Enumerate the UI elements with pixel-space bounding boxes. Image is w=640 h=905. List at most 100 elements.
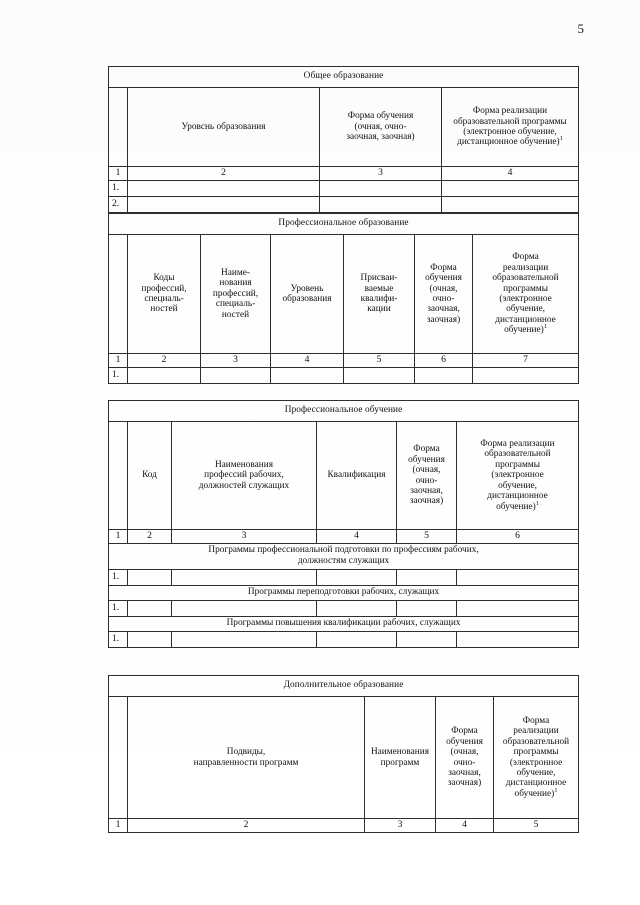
column-header-index [108, 696, 128, 819]
table-row[interactable]: 1. [108, 568, 580, 586]
cell-code[interactable] [127, 630, 172, 648]
column-number: 6 [414, 353, 473, 368]
column-number: 7 [471, 353, 580, 368]
header-line: дистанционное [495, 314, 556, 325]
cell-qualification[interactable] [316, 568, 397, 586]
column-header-education-level: Уровснь образования [127, 87, 320, 167]
column-header-index [108, 234, 128, 354]
cell-implementation-form[interactable] [455, 630, 580, 648]
column-header-index [108, 421, 128, 530]
cell-implementation-form[interactable] [455, 568, 580, 586]
table-professional-education: Профессиональное образование Коды профес… [107, 213, 580, 384]
column-header-qualification: Квалификация [316, 421, 397, 530]
section-title-qualification-improvement-programs: Программы повышения квалификации рабочих… [107, 615, 580, 632]
column-header-study-form: Форма обучения (очная, очно- заочная, за… [435, 696, 494, 819]
table-caption-row: Общее образование [107, 66, 580, 88]
cell-code[interactable] [127, 599, 172, 617]
column-number: 5 [396, 529, 457, 544]
header-line: ностей [150, 304, 178, 315]
cell-study-form[interactable] [319, 180, 442, 197]
column-header-implementation-form: Форма реализации образовательной програм… [471, 234, 580, 354]
table-caption: Профессиональное обучение [107, 400, 580, 422]
header-line: Уровснь образования [181, 121, 266, 132]
column-number: 2 [127, 818, 365, 833]
table-row[interactable]: 1. [108, 599, 580, 617]
header-line: (электронное обучение, [463, 127, 557, 137]
header-line: обучения [425, 273, 462, 284]
section-title-line: должностям служащих [297, 555, 390, 566]
table-row[interactable]: 1. [108, 630, 580, 648]
cell-profession-names[interactable] [171, 568, 317, 586]
footnote-marker: 1 [535, 499, 540, 507]
table-row[interactable]: 1. [108, 367, 580, 384]
cell-education-level[interactable] [127, 180, 320, 197]
cell-study-form[interactable] [414, 367, 473, 384]
footnote-marker: 1 [559, 135, 563, 143]
cell-study-form[interactable] [396, 599, 457, 617]
header-line: заочная) [409, 496, 444, 507]
cell-profession-names[interactable] [200, 367, 271, 384]
table-row[interactable]: 2. [108, 196, 580, 213]
column-number: 3 [319, 166, 442, 181]
footnote-marker: 1 [543, 323, 548, 331]
header-line: заочная, [427, 304, 460, 315]
header-line: квалифи- [360, 294, 398, 304]
cell-qualification[interactable] [316, 630, 397, 648]
header-line: ваемые [364, 283, 394, 294]
cell-implementation-form[interactable] [455, 599, 580, 617]
cell-education-level[interactable] [270, 367, 344, 384]
header-line: профессий, [212, 288, 259, 299]
header-line: реализации [513, 726, 559, 737]
section-title-line: Программы профессиональной подготовки по… [208, 545, 479, 555]
cell-qualifications[interactable] [343, 367, 415, 384]
header-line: профессий рабочих, [204, 470, 284, 481]
header-line: образования [282, 294, 332, 304]
header-line: Форма обучения [347, 111, 414, 122]
cell-qualification[interactable] [316, 599, 397, 617]
cell-profession-names[interactable] [171, 599, 317, 617]
footnote-marker: 1 [554, 786, 558, 794]
header-line: заочная) [447, 778, 482, 789]
header-line: кации [367, 304, 391, 315]
column-number: 3 [200, 353, 271, 368]
header-line: (очная, очно- [354, 121, 407, 132]
column-number: 5 [492, 818, 580, 833]
table-additional-education: Дополнительное образование Подвиды, напр… [107, 675, 580, 833]
header-line: программы [513, 747, 559, 758]
cell-study-form[interactable] [396, 568, 457, 586]
header-line: (электронное [491, 470, 544, 481]
header-line: программ [380, 757, 420, 768]
table-professional-training: Профессиональное обучение Код Наименован… [107, 400, 580, 648]
header-line: заочная, заочная) [346, 132, 415, 143]
table-row[interactable]: 1. [108, 180, 580, 197]
cell-implementation-form[interactable] [440, 180, 580, 197]
header-line-with-footnote: обучение)1 [496, 786, 576, 799]
header-line: нования [219, 278, 252, 289]
header-line: реализации [502, 262, 549, 273]
header-line: Код [142, 470, 157, 481]
cell-implementation-form[interactable] [471, 367, 580, 384]
table-caption-row: Дополнительное образование [107, 675, 580, 697]
column-number: 1 [108, 166, 128, 181]
table-header-row: Код Наименования профессий рабочих, долж… [108, 421, 580, 530]
column-header-implementation-form: Форма реализации образовательной програм… [440, 87, 580, 167]
cell-education-level[interactable] [127, 196, 320, 213]
cell-code[interactable] [127, 568, 172, 586]
header-line: обучение) [504, 325, 544, 336]
header-line: заочная, [410, 485, 443, 496]
cell-study-form[interactable] [396, 630, 457, 648]
column-header-education-level: Уровень образования [270, 234, 344, 354]
cell-study-form[interactable] [319, 196, 442, 213]
cell-profession-codes[interactable] [127, 367, 201, 384]
header-line: профессий, [141, 283, 187, 294]
column-number-row: 1 2 3 4 5 [108, 818, 580, 833]
cell-implementation-form[interactable] [440, 196, 580, 213]
column-header-profession-codes: Коды профессий, специаль- ностей [127, 234, 201, 354]
cell-profession-names[interactable] [171, 630, 317, 648]
header-line: обучение, [498, 480, 537, 491]
header-line: специаль- [215, 299, 256, 310]
table-header-row: Коды профессий, специаль- ностей Наиме- … [108, 234, 580, 354]
column-number: 2 [127, 529, 172, 544]
header-line: Наименования [214, 459, 274, 470]
section-title-line: Программы переподготовки рабочих, служащ… [247, 586, 440, 597]
